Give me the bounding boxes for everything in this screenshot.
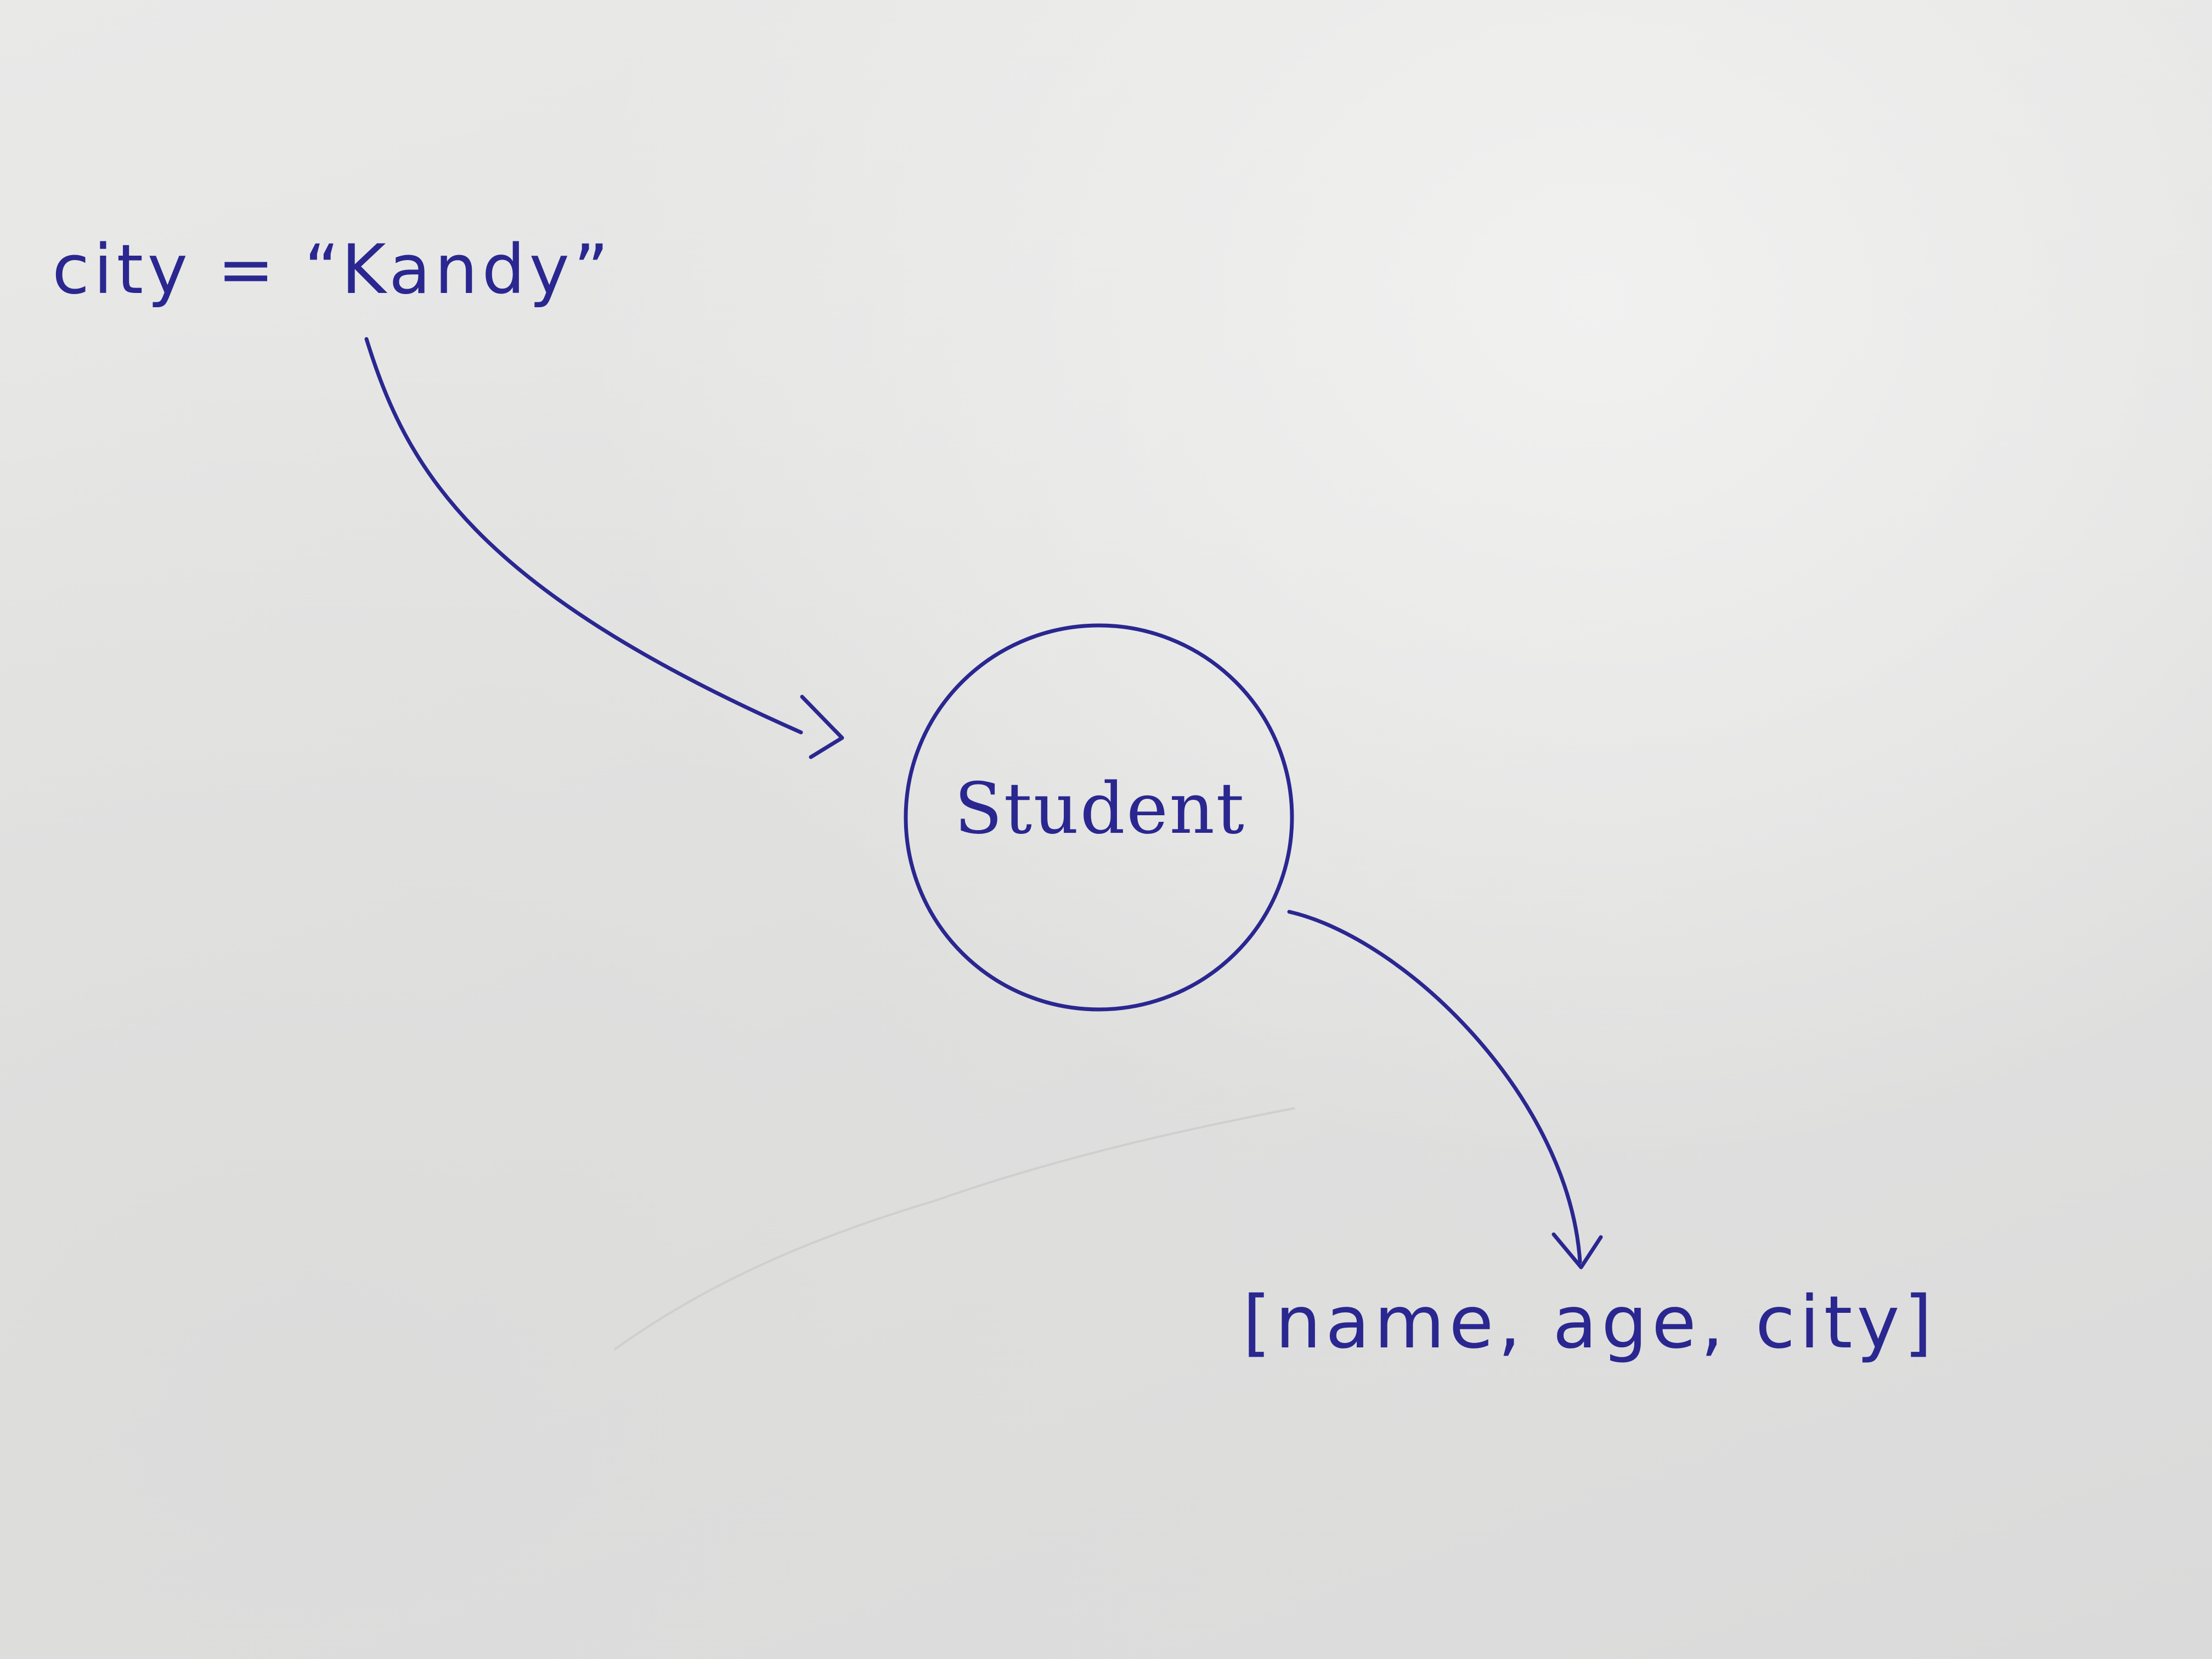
student-node-circle: [904, 623, 1294, 1012]
paper-crease: [613, 1107, 1295, 1351]
assignment-statement: city = “Kandy”: [52, 230, 613, 309]
attribute-list: [name, age, city]: [1243, 1280, 1937, 1365]
student-node-label: Student: [954, 768, 1246, 850]
arrowhead-node-to-attributes: [1551, 1232, 1603, 1269]
arrow-node-to-attributes: [1287, 910, 1582, 1264]
arrowhead-assignment-to-node: [800, 695, 844, 759]
arrow-assignment-to-node: [364, 337, 803, 735]
